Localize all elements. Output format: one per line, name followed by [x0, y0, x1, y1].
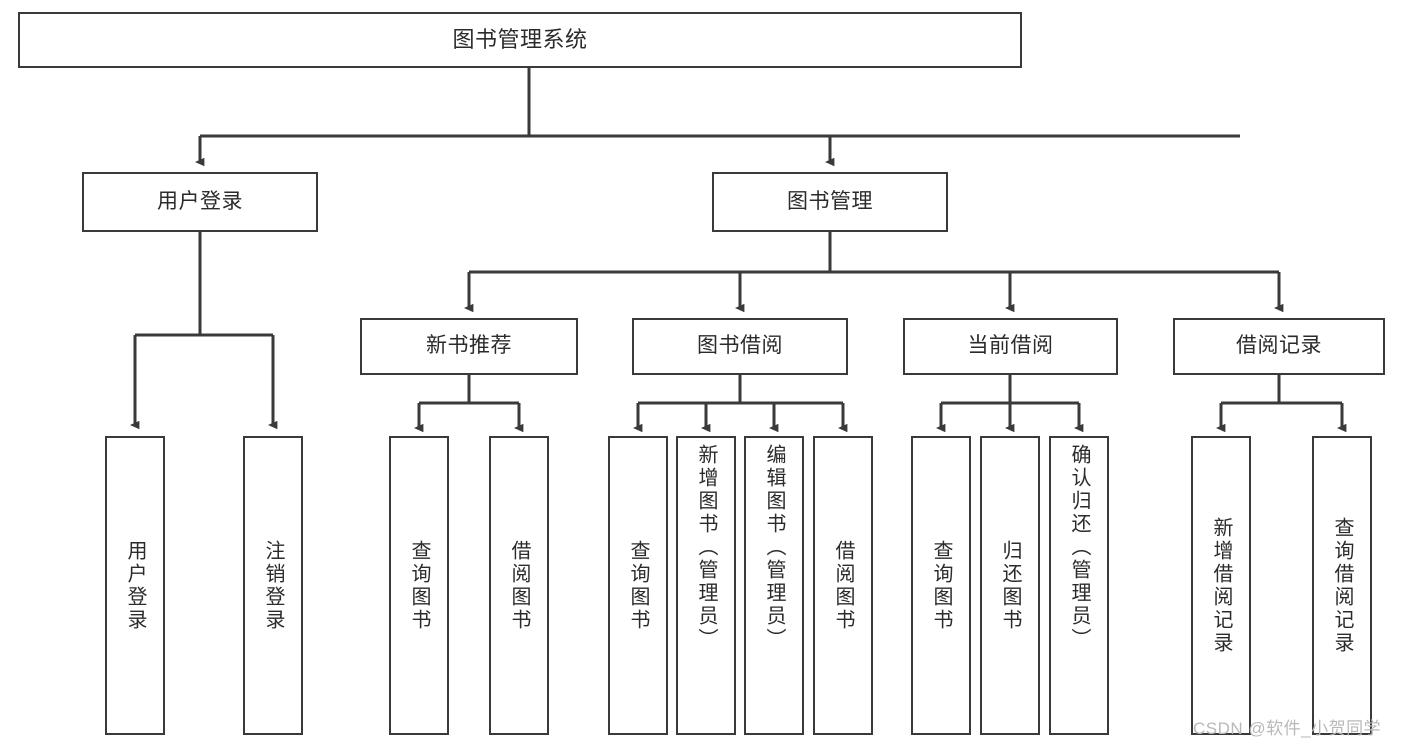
node-leaf-borrow-book-2[interactable]: 借阅图书 [813, 436, 873, 735]
node-book-borrow-label: 图书借阅 [697, 334, 783, 358]
node-leaf-add-record[interactable]: 新增借阅记录 [1191, 436, 1251, 735]
node-leaf-return-book-label: 归还图书 [999, 539, 1021, 632]
node-leaf-user-login[interactable]: 用户登录 [105, 436, 165, 735]
node-leaf-query-record-label: 查询借阅记录 [1331, 516, 1353, 655]
node-borrow-record[interactable]: 借阅记录 [1173, 318, 1385, 375]
node-leaf-query-book-1-label: 查询图书 [408, 539, 430, 632]
node-user-login[interactable]: 用户登录 [82, 172, 318, 232]
node-user-login-label: 用户登录 [157, 189, 243, 213]
node-leaf-borrow-book-1[interactable]: 借阅图书 [489, 436, 549, 735]
node-root-label: 图书管理系统 [452, 27, 588, 53]
node-leaf-add-record-label: 新增借阅记录 [1210, 516, 1232, 655]
node-leaf-query-book-2-label: 查询图书 [627, 539, 649, 632]
csdn-watermark: CSDN @软件_小贺同学 [1193, 719, 1382, 738]
node-leaf-add-book-label: 新增图书（管理员） [695, 444, 717, 651]
node-leaf-edit-book[interactable]: 编辑图书（管理员） [744, 436, 804, 735]
node-leaf-confirm-return[interactable]: 确认归还（管理员） [1049, 436, 1109, 735]
node-book-borrow[interactable]: 图书借阅 [632, 318, 848, 375]
node-leaf-query-book-2[interactable]: 查询图书 [608, 436, 668, 735]
node-leaf-user-logout[interactable]: 注销登录 [243, 436, 303, 735]
node-leaf-return-book[interactable]: 归还图书 [980, 436, 1040, 735]
node-leaf-query-record[interactable]: 查询借阅记录 [1312, 436, 1372, 735]
node-leaf-borrow-book-2-label: 借阅图书 [832, 539, 854, 632]
node-leaf-user-logout-label: 注销登录 [262, 539, 284, 632]
node-new-book-rec-label: 新书推荐 [426, 334, 512, 358]
node-leaf-user-login-label: 用户登录 [124, 539, 146, 632]
node-root[interactable]: 图书管理系统 [18, 12, 1022, 68]
node-leaf-query-book-1[interactable]: 查询图书 [389, 436, 449, 735]
node-leaf-add-book[interactable]: 新增图书（管理员） [676, 436, 736, 735]
node-book-manage-label: 图书管理 [787, 189, 873, 213]
node-leaf-query-book-3[interactable]: 查询图书 [911, 436, 971, 735]
node-leaf-borrow-book-1-label: 借阅图书 [508, 539, 530, 632]
node-borrow-record-label: 借阅记录 [1236, 334, 1322, 358]
node-leaf-query-book-3-label: 查询图书 [930, 539, 952, 632]
node-new-book-rec[interactable]: 新书推荐 [360, 318, 578, 375]
node-current-borrow-label: 当前借阅 [967, 334, 1054, 358]
node-current-borrow[interactable]: 当前借阅 [903, 318, 1118, 375]
node-leaf-edit-book-label: 编辑图书（管理员） [763, 444, 785, 651]
node-book-manage[interactable]: 图书管理 [712, 172, 948, 232]
node-leaf-confirm-return-label: 确认归还（管理员） [1068, 444, 1090, 651]
